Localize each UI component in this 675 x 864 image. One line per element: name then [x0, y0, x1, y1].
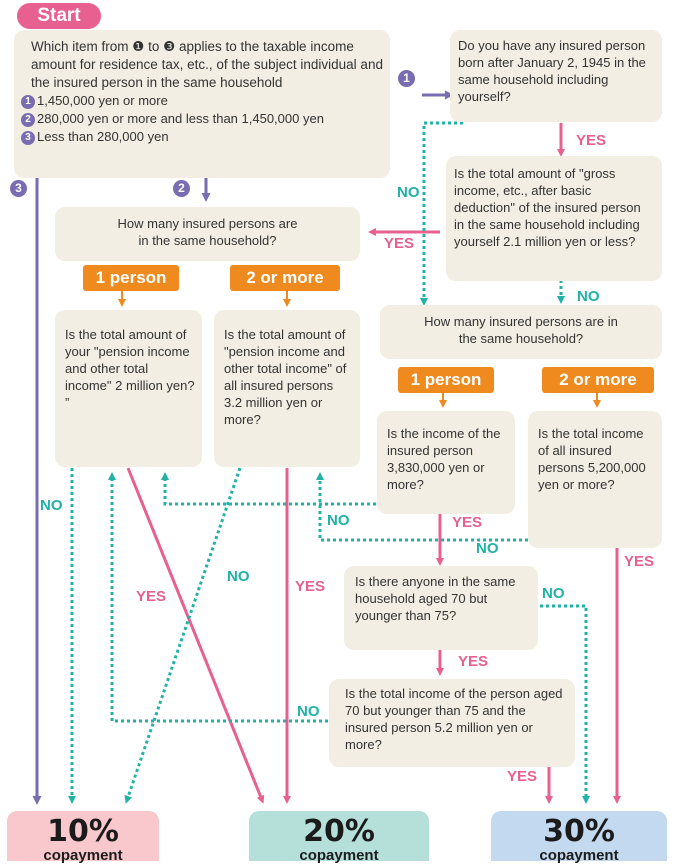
question-count-right: How many insured persons are in the same… — [380, 305, 662, 359]
question-count-left: How many insured persons are in the same… — [55, 207, 360, 261]
result-20-value: 20% — [303, 814, 375, 849]
yes-label-income-one: YES — [452, 514, 483, 531]
result-20-percent: 20% copayment — [249, 811, 429, 864]
no-age-line — [540, 604, 590, 804]
no-income-one-line — [161, 472, 376, 506]
yes-label-pension-one: YES — [136, 588, 167, 605]
number-2-icon: 2 — [21, 113, 35, 127]
question-income-one: Is the income of the insured person 3,83… — [377, 411, 515, 514]
question-income-all: Is the total income of all insured perso… — [528, 411, 662, 548]
result-10-caption: copayment — [43, 847, 123, 864]
yes-pension-one-arrow — [126, 467, 265, 804]
yes-label-age: YES — [458, 653, 489, 670]
number-3-icon: 3 — [21, 131, 35, 145]
marker-2-icon: 2 — [173, 180, 190, 197]
question-income-text: Which item from ❶ to ❸ applies to the ta… — [31, 39, 383, 90]
yes-label-age-income: YES — [507, 768, 538, 785]
yes-label-gross: YES — [384, 235, 415, 252]
tag-two-or-more-right: 2 or more — [542, 367, 654, 393]
result-30-caption: copayment — [539, 847, 619, 864]
question-pension-one: Is the total amount of your "pension inc… — [55, 310, 202, 467]
no-born-line — [420, 121, 463, 306]
question-born-after: Do you have any insured person born afte… — [450, 30, 662, 122]
tag-one-person-left: 1 person — [83, 265, 179, 291]
no-age-income-line — [108, 472, 328, 723]
no-label-age-income: NO — [297, 703, 320, 720]
result-10-value: 10% — [47, 814, 119, 849]
number-1-icon: 1 — [21, 95, 35, 109]
result-30-percent: 30% copayment — [491, 811, 667, 864]
yes-label-income-all: YES — [624, 553, 655, 570]
no-label-pension-all: NO — [227, 568, 250, 585]
question-pension-all: Is the total amount of "pension income a… — [214, 310, 360, 467]
question-age: Is there anyone in the same household ag… — [344, 566, 538, 650]
marker-3-icon: 3 — [10, 180, 27, 197]
question-income-bracket: Which item from ❶ to ❸ applies to the ta… — [14, 30, 390, 178]
no-label-born: NO — [397, 184, 420, 201]
question-age-income: Is the total income of the person aged 7… — [329, 679, 575, 767]
no-label-pension-one: NO — [40, 497, 63, 514]
no-label-age: NO — [542, 585, 565, 602]
result-30-value: 30% — [543, 814, 615, 849]
yes-label-pension-all: YES — [295, 578, 326, 595]
result-20-caption: copayment — [299, 847, 379, 864]
question-gross-income: Is the total amount of "gross income, et… — [446, 156, 662, 281]
no-label-gross: NO — [577, 288, 600, 305]
no-label-income-all: NO — [476, 540, 499, 557]
result-10-percent: 10% copayment — [7, 811, 159, 864]
tag-two-or-more-left: 2 or more — [230, 265, 340, 291]
marker-1-icon: 1 — [398, 70, 415, 87]
start-badge: Start — [17, 3, 101, 29]
yes-label-born: YES — [576, 132, 607, 149]
tag-one-person-right: 1 person — [398, 367, 494, 393]
no-label-income-one: NO — [327, 512, 350, 529]
no-pension-all-line — [124, 467, 242, 804]
